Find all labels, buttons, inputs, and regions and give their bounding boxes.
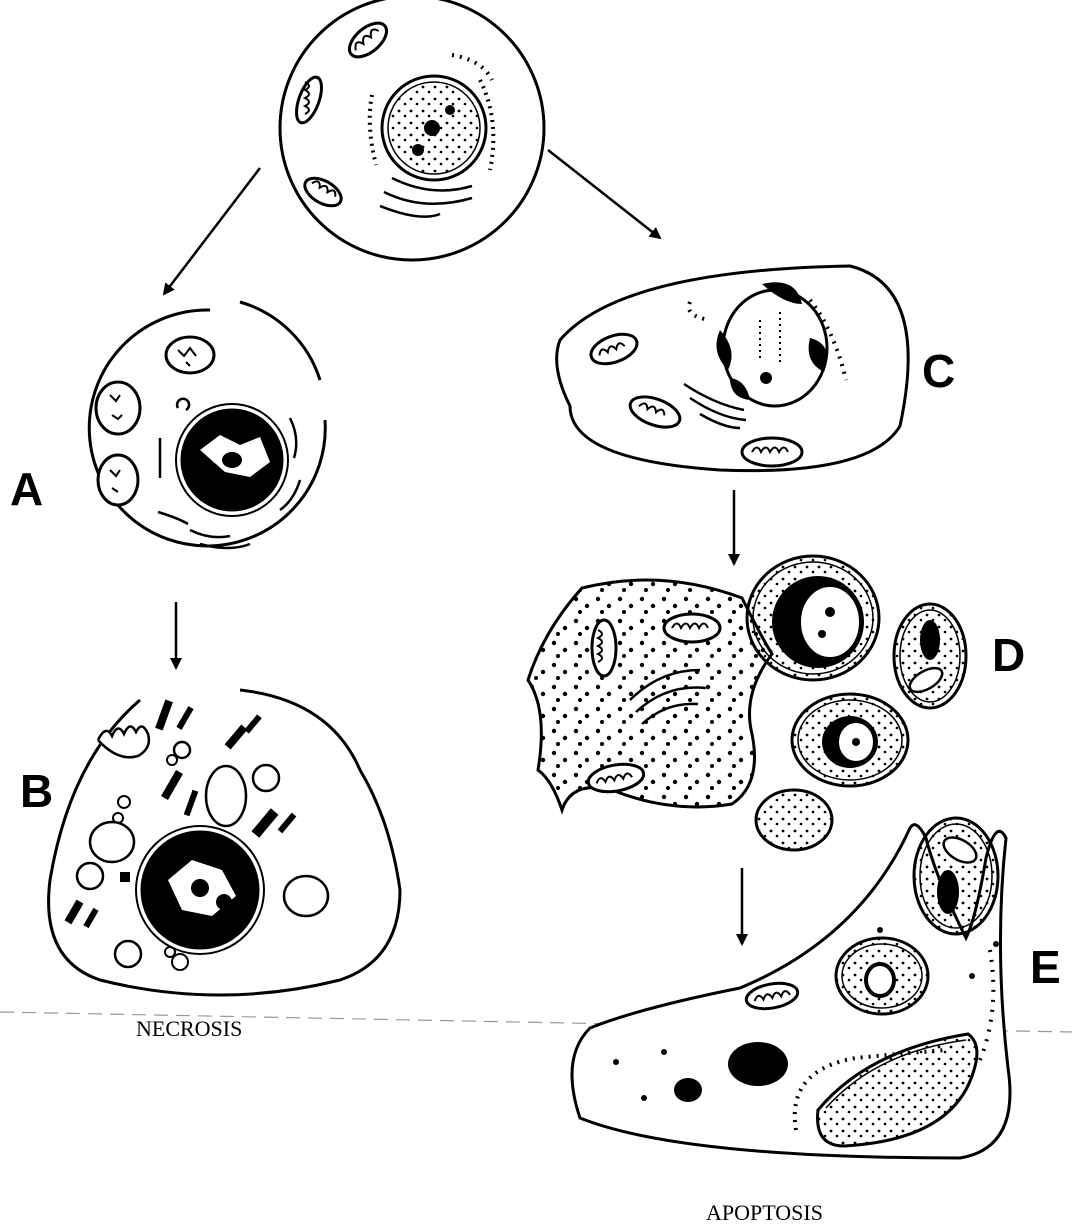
caption-necrosis: NECROSIS: [136, 1018, 242, 1040]
arrow-to-apoptosis: [548, 150, 660, 238]
cell-c: [557, 266, 909, 471]
arrow-to-necrosis: [164, 168, 260, 294]
label-a: A: [10, 466, 43, 512]
label-d: D: [992, 632, 1025, 678]
cell-d: [528, 556, 966, 850]
cell-b: [49, 690, 400, 995]
caption-apoptosis: APOPTOSIS: [706, 1202, 823, 1224]
cell-a: [89, 302, 325, 548]
cell-e: [572, 818, 1010, 1158]
label-b: B: [20, 768, 53, 814]
label-c: C: [922, 348, 955, 394]
label-e: E: [1030, 944, 1061, 990]
normal-cell: [280, 0, 544, 260]
dashed-separator-left: [0, 1012, 620, 1024]
